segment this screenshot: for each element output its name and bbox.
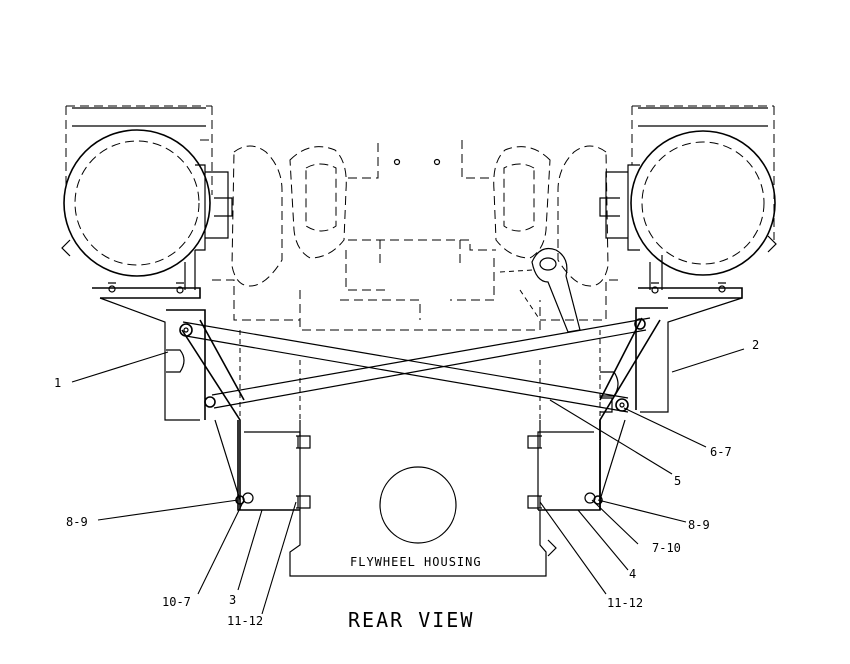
callout-8-9-right: 8-9 (688, 518, 710, 532)
callout-labels: 1 2 6-7 5 8-9 8-9 7-10 4 10-7 3 11-12 11… (54, 338, 759, 628)
callout-1: 1 (54, 376, 61, 390)
leader-lines (71, 348, 745, 615)
view-title: REAR VIEW (348, 608, 474, 632)
callout-5: 5 (674, 474, 681, 488)
callout-2: 2 (752, 338, 759, 352)
callout-8-9-left: 8-9 (66, 515, 88, 529)
flywheel-housing-label: FLYWHEEL HOUSING (350, 555, 482, 569)
callout-11-12-right: 11-12 (607, 596, 643, 610)
callout-7-10: 7-10 (652, 541, 681, 555)
cross-struts (179, 317, 651, 413)
callout-6-7: 6-7 (710, 445, 732, 459)
callout-10-7: 10-7 (162, 595, 191, 609)
left-support-bracket (92, 282, 311, 511)
engine-block-outline (200, 139, 618, 430)
callout-3: 3 (229, 593, 236, 607)
right-turbocharger (599, 105, 777, 290)
callout-4: 4 (629, 567, 636, 581)
flywheel-housing: FLYWHEEL HOUSING (289, 420, 557, 577)
right-support-bracket (527, 282, 743, 511)
lifting-bracket (499, 247, 581, 333)
callout-11-12-left: 11-12 (227, 614, 263, 628)
left-turbocharger (61, 105, 233, 290)
